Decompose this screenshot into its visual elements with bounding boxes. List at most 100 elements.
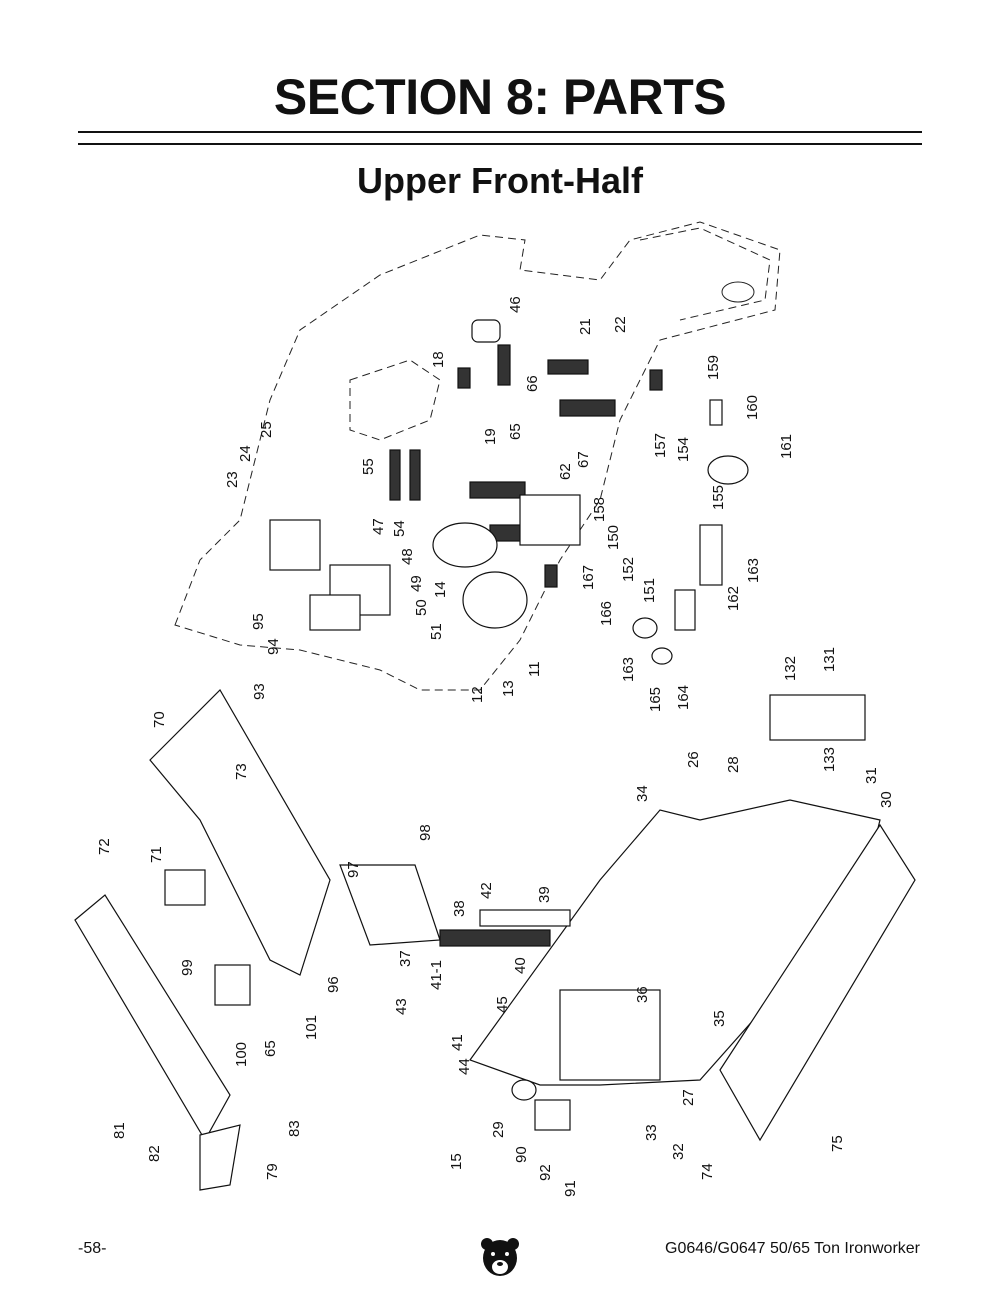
callout-label: 15 <box>448 1153 465 1170</box>
callout-label: 163 <box>620 657 637 682</box>
callout-label: 30 <box>878 791 895 808</box>
callout-label: 35 <box>711 1010 728 1027</box>
callout-label: 164 <box>675 685 692 710</box>
callout-label: 66 <box>524 375 541 392</box>
page-title: SECTION 8: PARTS <box>273 69 727 125</box>
callout-label: 62 <box>557 463 574 480</box>
callout-label: 96 <box>325 976 342 993</box>
callout-label: 48 <box>399 548 416 565</box>
callout-label: 43 <box>393 998 410 1015</box>
callout-label: 33 <box>643 1124 660 1141</box>
callout-label: 159 <box>705 355 722 380</box>
callout-label: 38 <box>451 900 468 917</box>
callout-label: 65 <box>507 423 524 440</box>
callout-label: 32 <box>670 1143 687 1160</box>
callout-label: 93 <box>251 683 268 700</box>
callout-label: 45 <box>494 996 511 1013</box>
callout-label: 133 <box>821 747 838 772</box>
callout-label: 21 <box>577 318 594 335</box>
callout-label: 13 <box>500 680 517 697</box>
callout-label: 98 <box>417 824 434 841</box>
callout-label: 79 <box>264 1163 281 1180</box>
callout-label: 40 <box>512 957 529 974</box>
callout-label: 155 <box>710 485 727 510</box>
callout-label: 67 <box>575 451 592 468</box>
upper-parts <box>269 319 749 665</box>
callout-label: 25 <box>258 421 275 438</box>
callout-label: 152 <box>620 557 637 582</box>
callout-label: 73 <box>233 763 250 780</box>
callout-label: 95 <box>250 613 267 630</box>
callout-label: 28 <box>725 756 742 773</box>
callout-label: 165 <box>647 687 664 712</box>
callout-label: 90 <box>513 1146 530 1163</box>
callout-label: 91 <box>562 1180 579 1197</box>
callout-label: 154 <box>675 437 692 462</box>
callout-label: 41-1 <box>428 960 445 990</box>
model-name: G0646/G0647 50/65 Ton Ironworker <box>665 1240 920 1257</box>
callout-label: 12 <box>469 686 486 703</box>
callout-label: 23 <box>224 471 241 488</box>
callout-label: 72 <box>96 838 113 855</box>
callout-label: 22 <box>612 316 629 333</box>
callout-label: 101 <box>303 1015 320 1040</box>
callout-label: 158 <box>591 497 608 522</box>
callout-label: 92 <box>537 1164 554 1181</box>
callout-label: 49 <box>408 575 425 592</box>
lower-parts <box>74 689 916 1191</box>
callout-label: 157 <box>652 433 669 458</box>
callout-label: 71 <box>148 846 165 863</box>
section-subtitle: Upper Front-Half <box>357 160 643 201</box>
callout-label: 132 <box>782 656 799 681</box>
callout-label: 83 <box>286 1120 303 1137</box>
callout-label: 151 <box>641 578 658 603</box>
callout-labels: 46 18 21 22 159 66 19 65 160 25 24 23 55… <box>96 296 895 1197</box>
callout-label: 81 <box>111 1122 128 1139</box>
callout-label: 39 <box>536 886 553 903</box>
callout-label: 166 <box>598 601 615 626</box>
callout-label: 82 <box>146 1145 163 1162</box>
callout-label: 75 <box>829 1135 846 1152</box>
frame-outline <box>174 221 781 691</box>
callout-label: 150 <box>605 525 622 550</box>
title-rule-bottom <box>78 143 922 145</box>
callout-label: 31 <box>863 767 880 784</box>
callout-label: 19 <box>482 428 499 445</box>
callout-label: 65 <box>262 1040 279 1057</box>
callout-label: 54 <box>391 520 408 537</box>
frame-hole <box>721 281 755 303</box>
callout-label: 34 <box>634 785 651 802</box>
callout-label: 44 <box>456 1058 473 1075</box>
callout-label: 46 <box>507 296 524 313</box>
callout-label: 163 <box>745 558 762 583</box>
callout-label: 47 <box>370 518 387 535</box>
callout-label: 167 <box>580 565 597 590</box>
callout-label: 55 <box>360 458 377 475</box>
bear-head-logo-icon <box>481 1238 519 1276</box>
callout-label: 100 <box>233 1042 250 1067</box>
callout-label: 37 <box>397 950 414 967</box>
callout-label: 24 <box>237 445 254 462</box>
callout-label: 42 <box>478 882 495 899</box>
callout-label: 11 <box>526 661 543 677</box>
callout-label: 131 <box>821 647 838 672</box>
callout-label: 99 <box>179 959 196 976</box>
callout-label: 27 <box>680 1089 697 1106</box>
callout-label: 14 <box>432 581 449 598</box>
callout-label: 161 <box>778 434 795 459</box>
callout-label: 94 <box>265 638 282 655</box>
callout-label: 18 <box>430 351 447 368</box>
callout-label: 97 <box>345 861 362 878</box>
title-rule-top <box>78 131 922 133</box>
callout-label: 51 <box>428 623 445 640</box>
callout-label: 50 <box>413 599 430 616</box>
callout-label: 29 <box>490 1121 507 1138</box>
callout-label: 162 <box>725 586 742 611</box>
callout-label: 36 <box>634 986 651 1003</box>
callout-label: 160 <box>744 395 761 420</box>
page-number: -58- <box>78 1240 107 1257</box>
callout-label: 70 <box>151 711 168 728</box>
callout-label: 26 <box>685 751 702 768</box>
callout-label: 74 <box>699 1163 716 1180</box>
